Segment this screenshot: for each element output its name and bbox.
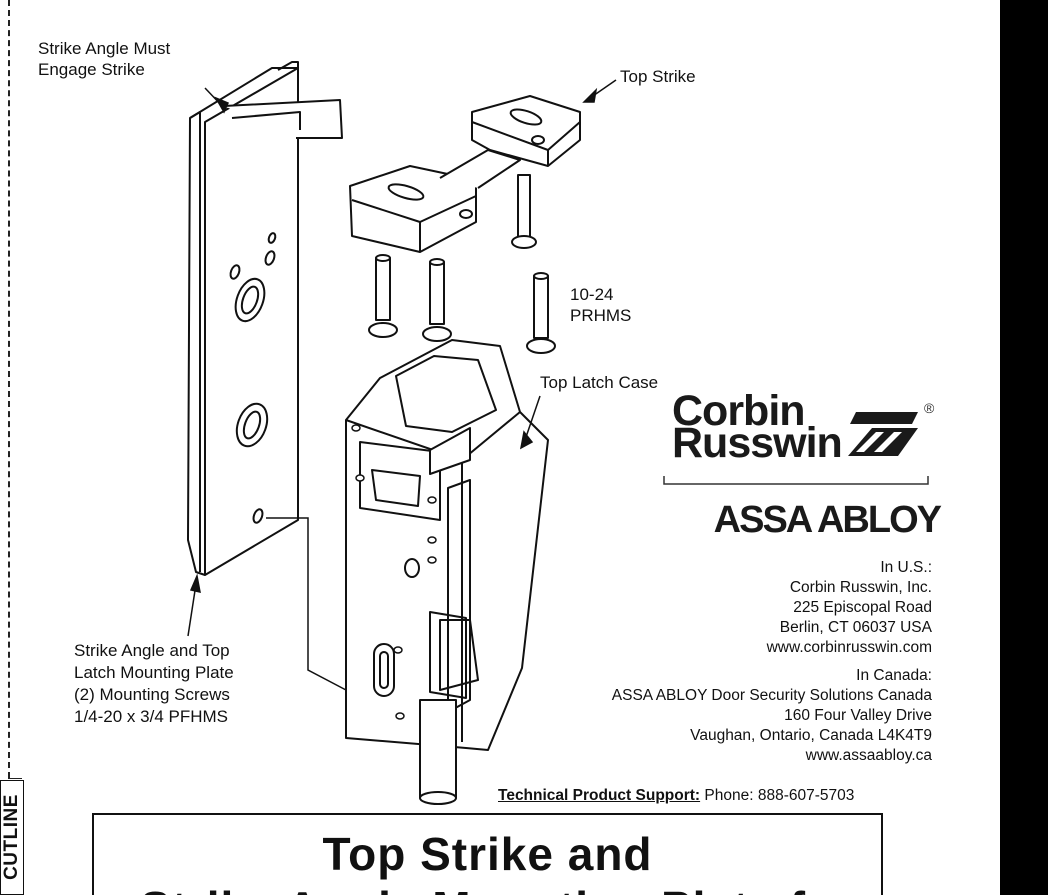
strike-angle-plate <box>187 61 343 576</box>
canada-website-link[interactable]: www.assaabloy.ca <box>805 747 932 764</box>
assa-abloy-logo: ASSA ABLOY <box>713 499 942 541</box>
mounting-plate-callout: Strike Angle and Top Latch Mounting Plat… <box>74 641 234 726</box>
screw-callout: 10-24 PRHMS <box>570 285 632 325</box>
logo-russwin-text: Russwin <box>672 419 843 467</box>
top-latch-case-callout: Top Latch Case <box>540 373 659 392</box>
document-title-box: Top Strike and Strike Angle Mounting Pla… <box>92 813 883 895</box>
tech-support-line: Technical Product Support: Phone: 888-60… <box>498 786 854 806</box>
canada-address-block: In Canada: ASSA ABLOY Door Security Solu… <box>611 667 932 764</box>
corbin-russwin-logo-mark <box>848 412 918 456</box>
us-website-link[interactable]: www.corbinrusswin.com <box>766 639 932 656</box>
right-edge-band <box>1000 0 1048 895</box>
top-strike-callout: Top Strike <box>620 67 696 86</box>
document-title: Top Strike and Strike Angle Mounting Pla… <box>140 828 834 895</box>
prhms-screws <box>368 254 556 354</box>
cutline-tab <box>0 780 24 895</box>
top-latch-case-part <box>345 339 549 805</box>
cutline-dashed-line <box>8 0 10 778</box>
us-address-block: In U.S.: Corbin Russwin, Inc. 225 Episco… <box>766 559 932 656</box>
tech-support-label: Technical Product Support: <box>498 787 701 804</box>
strike-angle-callout: Strike Angle Must Engage Strike <box>38 39 171 79</box>
top-strike-part <box>349 95 581 253</box>
logo-corbin-text: Corbin <box>672 387 806 435</box>
cutline-tick <box>8 778 22 779</box>
registered-mark: ® <box>924 400 935 416</box>
tech-support-phone: Phone: 888-607-5703 <box>704 787 855 804</box>
